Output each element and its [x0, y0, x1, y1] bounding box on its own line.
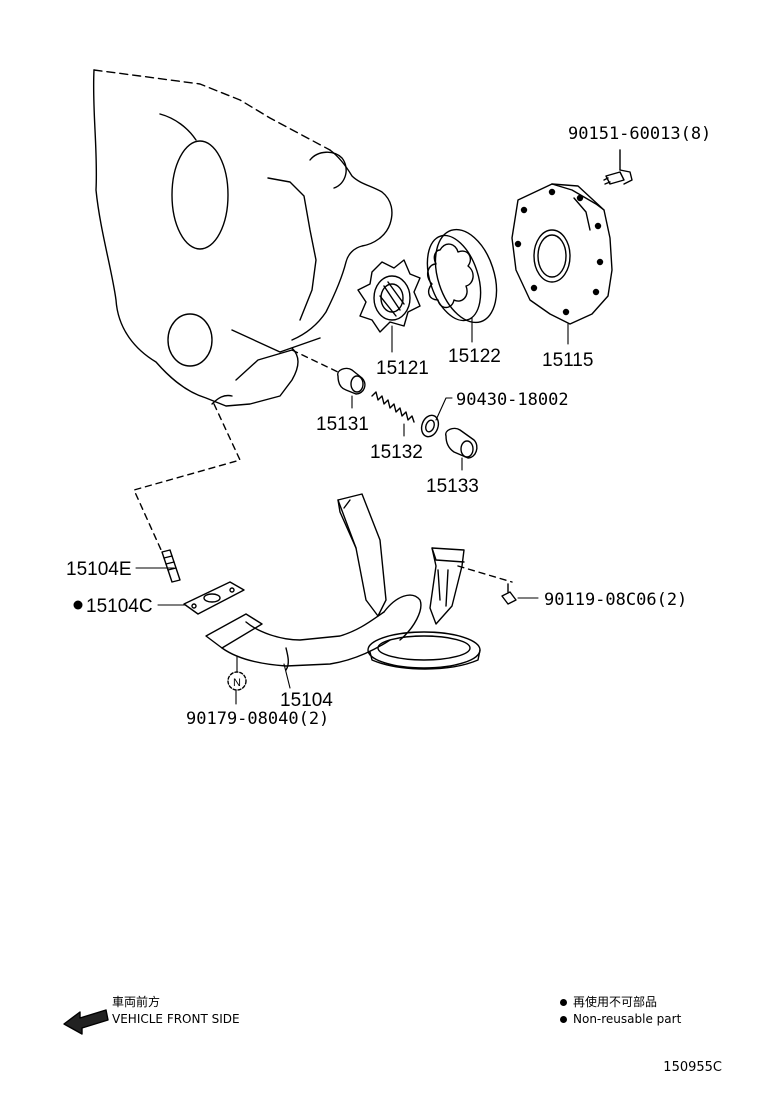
relief-spring [372, 392, 414, 422]
figure-code: 150955C [663, 1060, 722, 1075]
label-stud: 15104E [66, 559, 132, 580]
non-reusable-dot-icon [73, 600, 83, 610]
driven-rotor [418, 222, 508, 331]
label-nut: 90179-08040(2) [186, 709, 329, 729]
drive-rotor [358, 260, 420, 332]
legend-nonreuse-jp: 再使用不可部品 [573, 995, 658, 1009]
pump-cover [512, 184, 612, 324]
label-relief-spring: 15132 [370, 442, 423, 463]
vehicle-front-arrow-icon [64, 1010, 108, 1034]
plug [446, 428, 477, 458]
nut-marker-letter: N [233, 677, 241, 689]
bolt-right [502, 584, 516, 604]
stud [162, 550, 180, 582]
label-gasket-washer: 90430-18002 [456, 390, 569, 410]
bullet-icon [560, 1016, 567, 1023]
label-strainer: 15104 [280, 690, 333, 711]
bolt-top [604, 150, 632, 184]
guide-lines [134, 350, 512, 582]
legend-front-jp: 車両前方 [112, 995, 161, 1009]
legend-nonreuse-en: Non-reusable part [573, 1012, 682, 1026]
label-pump-cover: 15115 [542, 350, 593, 371]
strainer [206, 494, 480, 670]
gasket [184, 582, 244, 614]
label-bolt-right: 90119-08C06(2) [544, 590, 687, 610]
gasket-washer [419, 413, 442, 439]
label-driven-rotor: 15122 [448, 346, 501, 367]
legend-front-en: VEHICLE FRONT SIDE [112, 1012, 240, 1026]
label-drive-rotor: 15121 [376, 358, 429, 379]
legend-non-reusable: 再使用不可部品 Non-reusable part [560, 994, 681, 1028]
relief-valve [338, 368, 365, 394]
legend-front-side: 車両前方 VEHICLE FRONT SIDE [112, 994, 240, 1028]
label-plug: 15133 [426, 476, 479, 497]
label-gasket: 15104C [86, 596, 153, 617]
label-bolt-top: 90151-60013(8) [568, 124, 711, 144]
bullet-icon [560, 999, 567, 1006]
engine-block [94, 70, 392, 406]
leader-lines [136, 318, 568, 704]
label-relief-valve: 15131 [316, 414, 369, 435]
